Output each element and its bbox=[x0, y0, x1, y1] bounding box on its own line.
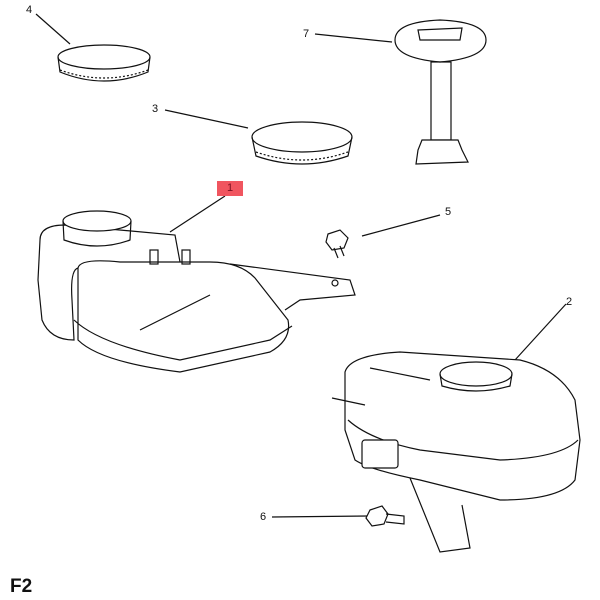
part-6-bolt[interactable] bbox=[365, 505, 405, 527]
callout-1-highlighted[interactable]: 1 bbox=[217, 181, 243, 196]
callout-4[interactable]: 4 bbox=[26, 4, 33, 16]
callout-5[interactable]: 5 bbox=[445, 206, 452, 218]
callout-6[interactable]: 6 bbox=[260, 511, 267, 523]
part-5-bolt[interactable] bbox=[325, 229, 349, 259]
callout-3[interactable]: 3 bbox=[152, 103, 159, 115]
part-3-cap[interactable] bbox=[251, 121, 353, 165]
part-4-cap[interactable] bbox=[57, 44, 151, 82]
part-1-reservoir[interactable] bbox=[37, 210, 356, 373]
part-2-reservoir[interactable] bbox=[331, 351, 581, 553]
callout-2[interactable]: 2 bbox=[566, 296, 573, 308]
callout-7[interactable]: 7 bbox=[303, 28, 310, 40]
part-7-cap-dipstick[interactable] bbox=[394, 19, 487, 165]
leader-lines bbox=[35, 13, 567, 518]
figure-label: F2 bbox=[10, 576, 33, 597]
